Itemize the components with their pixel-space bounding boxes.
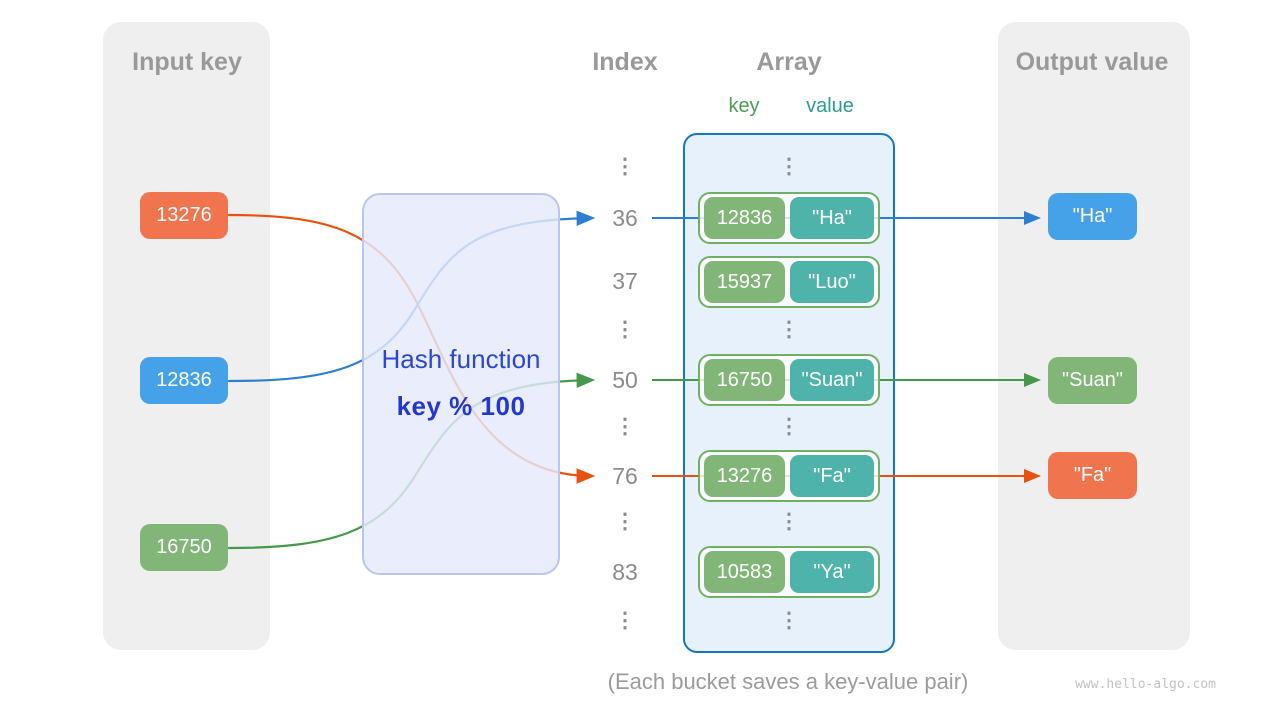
hash-function-formula: key % 100 (396, 391, 526, 421)
input-key-badge-16750: 16750 (140, 524, 228, 571)
bucket-pair-83: 10583 "Ya" (698, 546, 880, 598)
value-column-label: value (806, 95, 854, 117)
index-36: 36 (612, 205, 638, 231)
pair-key: 10583 (704, 551, 785, 593)
index-76: 76 (612, 463, 638, 489)
index-header: Index (592, 48, 658, 76)
array-ellipsis: ⋮ (778, 510, 800, 533)
output-value-badge-suan: "Suan" (1048, 357, 1137, 404)
output-panel-title: Output value (1015, 48, 1169, 76)
pair-key: 16750 (704, 359, 785, 401)
hash-function-title: Hash function (381, 344, 541, 374)
index-ellipsis: ⋮ (614, 415, 636, 438)
array-ellipsis: ⋮ (778, 318, 800, 341)
input-key-badge-13276: 13276 (140, 192, 228, 239)
pair-key: 12836 (704, 197, 785, 239)
bucket-pair-76: 13276 "Fa" (698, 450, 880, 502)
index-ellipsis: ⋮ (614, 318, 636, 341)
website-watermark: www.hello-algo.com (1075, 677, 1216, 692)
input-key-badge-12836: 12836 (140, 357, 228, 404)
diagram-caption: (Each bucket saves a key-value pair) (607, 669, 969, 694)
index-ellipsis: ⋮ (614, 609, 636, 632)
array-ellipsis: ⋮ (778, 415, 800, 438)
output-value-panel (998, 22, 1190, 650)
index-83: 83 (612, 559, 638, 585)
pair-value: "Ya" (790, 551, 874, 593)
bucket-pair-50: 16750 "Suan" (698, 354, 880, 406)
array-header: Array (756, 48, 822, 76)
index-37: 37 (612, 268, 638, 294)
output-value-badge-fa: "Fa" (1048, 452, 1137, 499)
index-ellipsis: ⋮ (614, 155, 636, 178)
pair-key: 13276 (704, 455, 785, 497)
pair-value: "Luo" (790, 261, 874, 303)
key-column-label: key (728, 95, 760, 117)
hash-function-box (362, 193, 560, 575)
input-panel-title: Input key (132, 48, 242, 76)
pair-value: "Ha" (790, 197, 874, 239)
index-ellipsis: ⋮ (614, 510, 636, 533)
output-value-badge-ha: "Ha" (1048, 193, 1137, 240)
array-ellipsis: ⋮ (778, 609, 800, 632)
pair-value: "Fa" (790, 455, 874, 497)
pair-value: "Suan" (790, 359, 874, 401)
index-50: 50 (612, 367, 638, 393)
bucket-pair-37: 15937 "Luo" (698, 256, 880, 308)
bucket-pair-36: 12836 "Ha" (698, 192, 880, 244)
array-ellipsis: ⋮ (778, 155, 800, 178)
pair-key: 15937 (704, 261, 785, 303)
